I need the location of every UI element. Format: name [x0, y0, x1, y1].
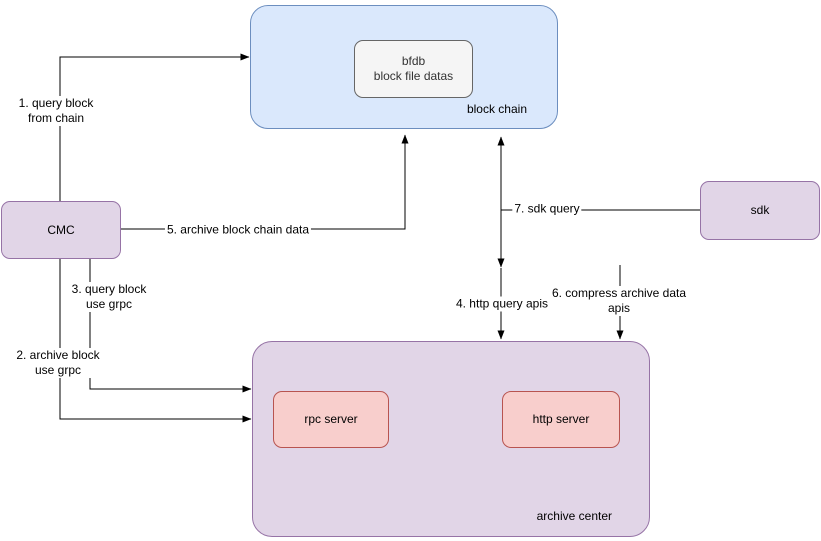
archive-center-label: archive center — [536, 509, 612, 523]
arrow-query-block-from-chain — [59, 53, 250, 201]
edge-label-archive-block-chain-data: 5. archive block chain data — [164, 222, 312, 238]
bfdb-label: bfdb block file datas — [373, 54, 454, 83]
bfdb-node: bfdb block file datas — [354, 40, 473, 98]
cmc-node: CMC — [1, 201, 121, 259]
http-server-node: http server — [502, 391, 620, 448]
edge-label-http-query-apis: 4. http query apis — [453, 296, 551, 312]
arrow-archive-block-use-grpc — [59, 259, 252, 423]
rpc-server-label: rpc server — [304, 412, 358, 426]
edge-label-archive-block-use-grpc: 2. archive block use grpc — [14, 348, 102, 378]
edge-label-query-block-from-chain: 1. query block from chain — [16, 96, 96, 126]
sdk-label: sdk — [750, 203, 770, 217]
block-chain-label: block chain — [466, 102, 527, 116]
edge-label-compress-archive-data-apis: 6. compress archive data apis — [549, 286, 689, 316]
sdk-node: sdk — [700, 181, 820, 240]
arrow-archive-block-chain-data — [121, 134, 409, 230]
edge-label-sdk-query: 7. sdk query — [512, 201, 582, 217]
http-server-label: http server — [532, 412, 590, 426]
arrow-query-block-use-grpc — [89, 259, 252, 393]
edge-label-query-block-use-grpc: 3. query block use grpc — [69, 282, 149, 312]
cmc-label: CMC — [47, 222, 75, 237]
rpc-server-node: rpc server — [273, 391, 389, 448]
